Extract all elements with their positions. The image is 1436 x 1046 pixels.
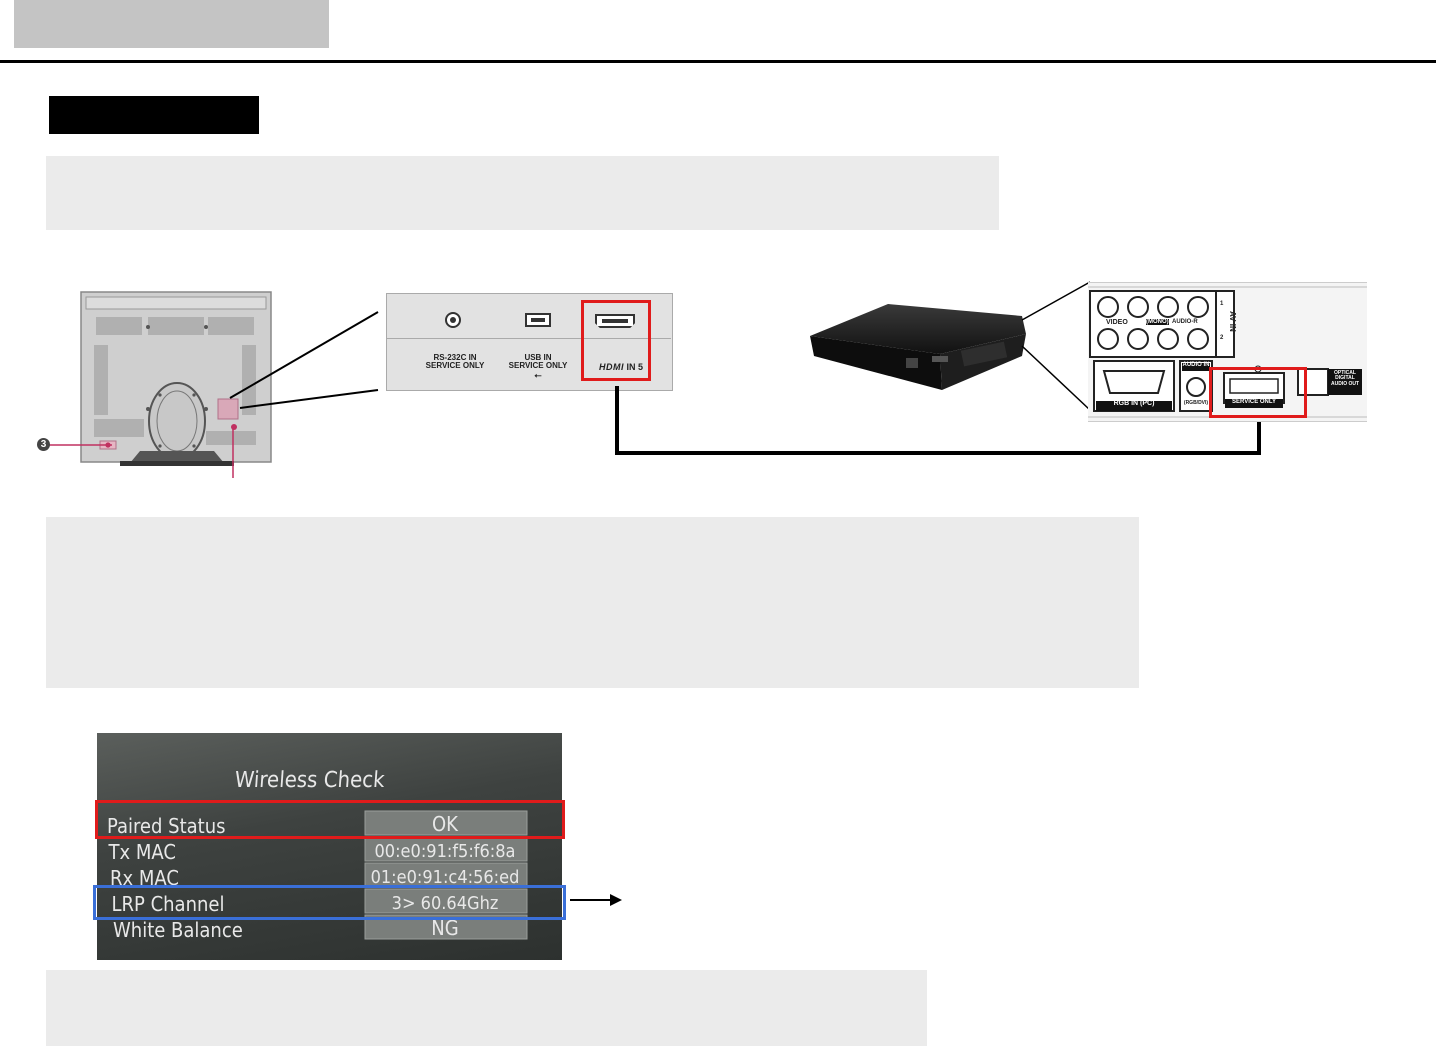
rear-video-label: VIDEO (1106, 319, 1128, 327)
paired-status-highlight (95, 800, 565, 839)
tv-rear-svg (80, 291, 272, 466)
text-panel-1 (46, 156, 999, 230)
osd-row-value: 3> 60.64Ghz (392, 893, 499, 914)
rear-mono-label: (MONO) (1146, 319, 1169, 326)
osd-row-label: LRP Channel (112, 892, 225, 916)
tv-callout-lines (48, 428, 234, 478)
right-arrow-icon (570, 894, 622, 906)
osd-value-box (364, 810, 528, 836)
rear-audio-in-label: AUDIO IN (1182, 362, 1210, 368)
lrp-channel-highlight (93, 885, 566, 920)
tv-rear-illustration (80, 291, 272, 468)
rear-panel-svg (1088, 286, 1367, 418)
external-device-image (806, 290, 1036, 394)
rear-audio-r-label: AUDIO-R (1172, 319, 1198, 326)
usb-symbol-icon: ⭠ (534, 369, 542, 380)
rear-service-only-label: SERVICE ONLY (1231, 399, 1276, 405)
header-block (14, 0, 329, 48)
section-tag (49, 96, 259, 134)
osd-row-value: OK (432, 812, 459, 836)
rear-rgb-dvi-label: (RGB/DVI) (1183, 400, 1209, 406)
osd-row-label: Paired Status (107, 814, 225, 838)
osd-row-label: White Balance (113, 918, 243, 942)
device-zoom-lines (1021, 281, 1091, 411)
rs232c-label: RS-232C IN SERVICE ONLY (425, 353, 485, 371)
callout-number-badge: 3 (37, 438, 50, 451)
connection-cable (615, 386, 1261, 455)
hdmi-port-icon (595, 314, 635, 328)
rs232c-jack-icon (445, 312, 461, 328)
rear-num-2: 2 (1220, 335, 1224, 341)
callout-number: 3 (40, 439, 47, 450)
osd-row-label: Tx MAC (108, 840, 176, 864)
rear-num-1: 1 (1220, 301, 1224, 307)
osd-value-box (364, 888, 528, 914)
rear-av-in-label: AV IN (1228, 311, 1237, 332)
header-rule (0, 60, 1436, 63)
osd-row: LRP Channel 3> 60.64Ghz (112, 888, 528, 916)
service-only-highlight-box (1209, 367, 1307, 418)
osd-svg: Wireless Check Paired Status OK Tx MAC 00:e… (107, 768, 528, 942)
connector-panel: RS-232C IN SERVICE ONLY USB IN SERVICE O… (386, 293, 673, 391)
hdmi-highlight-box (581, 300, 651, 381)
osd-row: Tx MAC 00:e0:91:f5:f6:8a (108, 836, 528, 864)
rear-optical-label: OPTICAL DIGITAL AUDIO OUT (1330, 370, 1360, 387)
osd-row-value: NG (431, 916, 458, 940)
panel-divider (387, 338, 671, 339)
text-panel-3 (46, 970, 927, 1046)
hdmi-logo: HDMI (598, 362, 624, 372)
osd-value-box (364, 862, 528, 888)
osd-title: Wireless Check (234, 768, 386, 793)
osd-row-value: 01:e0:91:c4:56:ed (371, 867, 520, 888)
device-rear-panel: VIDEO (MONO) AUDIO-R 1 2 AV IN RGB IN (P… (1088, 282, 1367, 422)
device-svg (810, 304, 1026, 390)
hdmi-in5-label: HDMI IN 5 (583, 362, 659, 372)
rear-rgb-in-label: RGB IN (PC) (1113, 400, 1155, 407)
usb-label: USB IN SERVICE ONLY ⭠ (505, 353, 571, 380)
text-panel-2 (46, 517, 1139, 688)
usb-port-icon (525, 313, 551, 327)
osd-row-value: 00:e0:91:f5:f6:8a (375, 841, 516, 862)
zoom-lines (229, 311, 379, 409)
wireless-check-screen: Wireless Check Paired Status OK Tx MAC 00:e… (97, 733, 562, 960)
osd-row: Paired Status OK (107, 810, 528, 838)
osd-value-box (364, 836, 528, 862)
hdmi-in5-suffix: IN 5 (626, 362, 644, 372)
